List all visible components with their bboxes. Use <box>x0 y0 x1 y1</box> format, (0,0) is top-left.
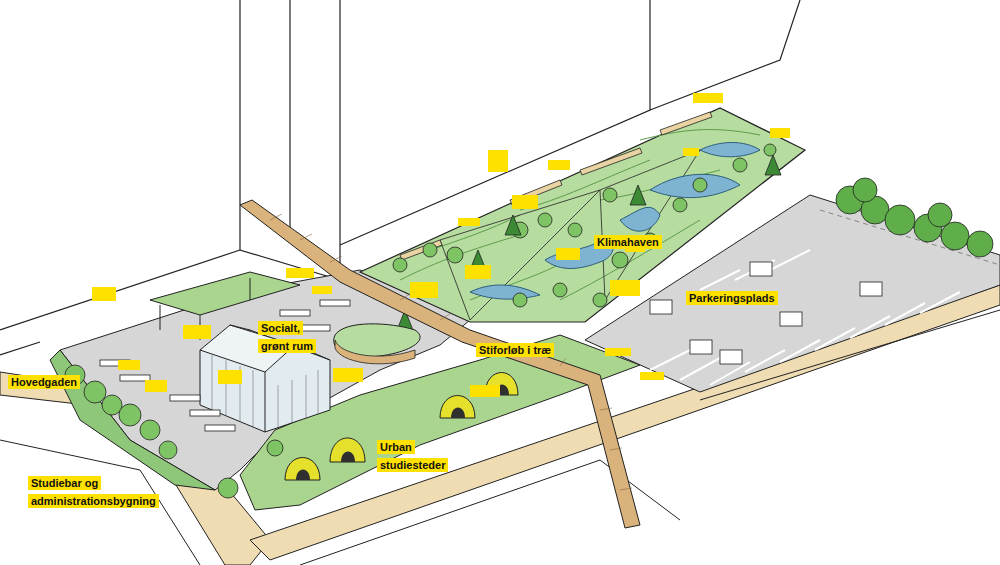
label-tag: Studiebar og administrationsbygning <box>28 473 178 509</box>
label-text: Socialt, grønt rum <box>258 321 316 353</box>
label-tag: Parkeringsplads <box>686 288 778 306</box>
label-tag: Stiforløb i træ <box>476 340 554 358</box>
label-text: Hovedgaden <box>8 375 80 389</box>
label-text: Stiforløb i træ <box>476 343 554 357</box>
label-text: Klimahaven <box>594 235 662 249</box>
label-tag: Hovedgaden <box>8 372 80 390</box>
label-tag: Urban studiesteder <box>377 437 463 473</box>
label-tag: Klimahaven <box>594 232 662 250</box>
label-tag: Socialt, grønt rum <box>258 318 330 354</box>
label-text: Parkeringsplads <box>686 291 778 305</box>
label-text: Studiebar og administrationsbygning <box>28 476 159 508</box>
label-text: Urban studiesteder <box>377 440 448 472</box>
